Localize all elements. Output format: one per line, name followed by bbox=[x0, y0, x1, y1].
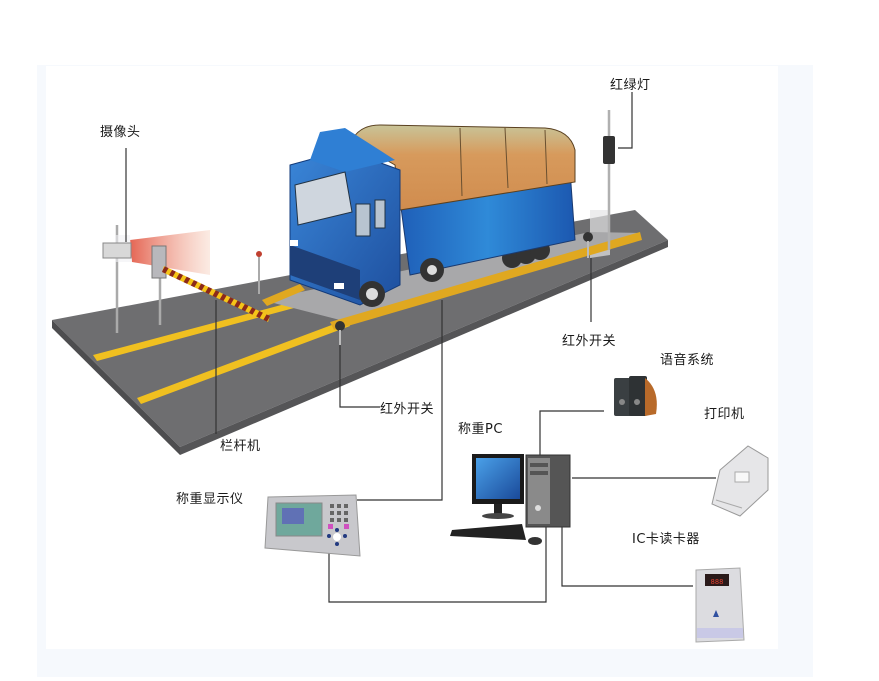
desktop-computer-icon bbox=[450, 454, 571, 545]
label-barrier-gate: 栏杆机 bbox=[220, 439, 261, 454]
truck-icon bbox=[289, 124, 576, 307]
connector-lines bbox=[328, 300, 716, 603]
lane-line bbox=[93, 292, 335, 361]
windshield bbox=[294, 171, 353, 226]
label-printer: 打印机 bbox=[704, 407, 745, 422]
card-reader-icon: 888 bbox=[695, 567, 745, 643]
label-voice-system: 语音系统 bbox=[660, 353, 715, 368]
mouse-icon bbox=[528, 537, 542, 545]
camera-beam bbox=[130, 230, 210, 275]
weighing-indicator-icon bbox=[264, 494, 361, 557]
label-weighing-display: 称重显示仪 bbox=[176, 492, 244, 507]
leader-lines bbox=[125, 92, 633, 434]
camera-icon bbox=[102, 225, 210, 333]
printer-icon bbox=[711, 445, 769, 517]
label-camera: 摄像头 bbox=[100, 125, 141, 140]
label-traffic-light: 红绿灯 bbox=[610, 78, 651, 93]
svg-text:888: 888 bbox=[711, 578, 724, 586]
speaker-icon bbox=[614, 376, 657, 416]
infrared-sensor-icon-rear bbox=[583, 232, 593, 258]
label-infrared-switch-front: 红外开关 bbox=[380, 402, 435, 417]
traffic-light-icon bbox=[603, 110, 615, 250]
scale-platform-edge bbox=[330, 232, 642, 330]
infrared-sensor-icon-front bbox=[335, 321, 345, 345]
keyboard-icon bbox=[450, 524, 526, 540]
infrared-sensor-post-left bbox=[256, 251, 262, 294]
barrier-gate-icon bbox=[151, 245, 270, 325]
label-ic-card-reader: IC卡读卡器 bbox=[632, 532, 700, 547]
lane-line bbox=[137, 320, 350, 404]
label-weighing-pc: 称重PC bbox=[458, 422, 503, 437]
label-infrared-switch-rear: 红外开关 bbox=[562, 334, 617, 349]
